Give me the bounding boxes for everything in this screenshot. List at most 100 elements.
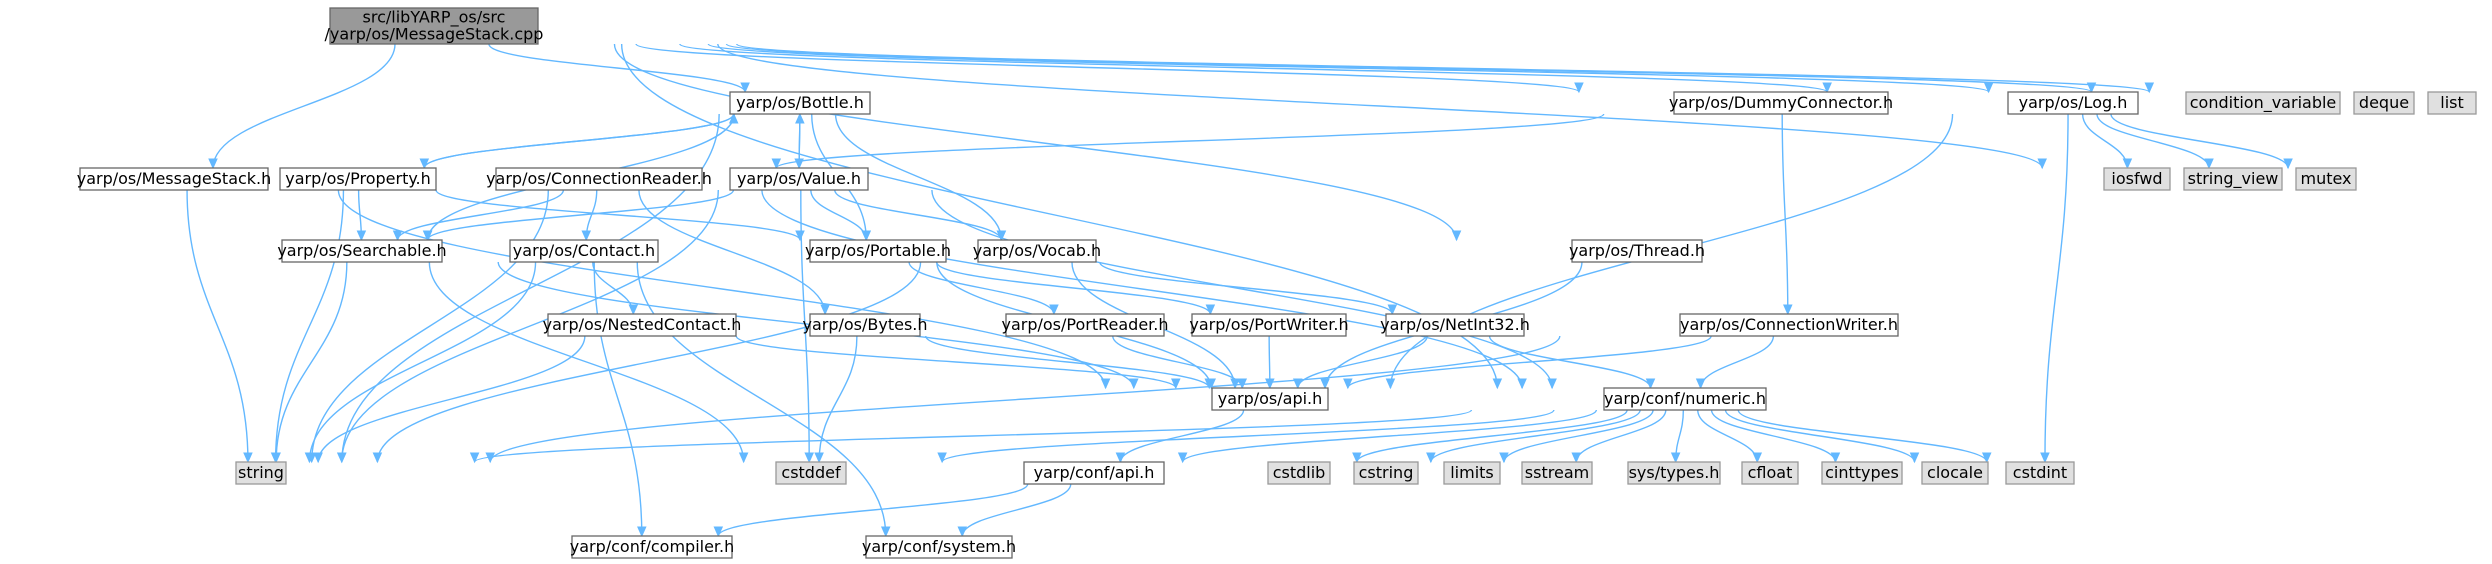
node-label: yarp/os/DummyConnector.h	[1669, 93, 1893, 112]
node-nested[interactable]: yarp/os/NestedContact.h	[543, 313, 742, 337]
edge-arrowhead	[1571, 452, 1581, 464]
edge-line	[274, 189, 345, 463]
edge-arrowhead	[2144, 82, 2155, 94]
edge-vocab-to-string	[372, 261, 922, 464]
node-box	[809, 313, 921, 337]
node-cstdint: cstdint	[2005, 461, 2075, 485]
node-msgstack[interactable]: yarp/os/MessageStack.h	[77, 167, 272, 191]
node-box	[1521, 461, 1593, 485]
edge-arrowhead	[469, 452, 480, 464]
node-portable[interactable]: yarp/os/Portable.h	[805, 239, 951, 263]
node-log[interactable]: yarp/os/Log.h	[2007, 91, 2139, 115]
node-label: yarp/os/Vocab.h	[973, 241, 1101, 260]
node-label: yarp/os/ConnectionReader.h	[486, 169, 712, 188]
edge-log-to-string_view	[2096, 113, 2214, 170]
edge-line	[2081, 113, 2129, 169]
edge-msgstack-to-string	[186, 189, 253, 464]
edge-line	[592, 261, 634, 315]
edge-log-to-mutex	[2110, 113, 2293, 170]
node-vocab[interactable]: yarp/os/Vocab.h	[973, 239, 1101, 263]
edge-value-to-cstddef	[800, 189, 814, 464]
node-portwriter[interactable]: yarp/os/PortWriter.h	[1189, 313, 1349, 337]
node-compiler[interactable]: yarp/conf/compiler.h	[570, 535, 735, 559]
node-contact[interactable]: yarp/os/Contact.h	[509, 239, 659, 263]
node-box	[775, 461, 847, 485]
edge-line	[341, 189, 719, 463]
edge-value-to-bottle	[795, 112, 805, 169]
node-dummy[interactable]: yarp/os/DummyConnector.h	[1669, 91, 1893, 115]
edge-connreader-to-numeric	[761, 189, 1527, 390]
edge-arrowhead	[1320, 378, 1330, 390]
edge-line	[428, 261, 745, 463]
edge-line	[800, 189, 810, 463]
edge-arrowhead	[1115, 452, 1126, 464]
node-numeric[interactable]: yarp/conf/numeric.h	[1603, 387, 1767, 411]
node-bottle[interactable]: yarp/os/Bottle.h	[729, 91, 871, 115]
edge-line	[376, 261, 922, 463]
edge-arrowhead	[1451, 230, 1462, 242]
node-label: yarp/os/Thread.h	[1569, 241, 1705, 260]
node-box	[2295, 167, 2357, 191]
edge-line	[834, 113, 1003, 241]
node-label: mutex	[2300, 169, 2351, 188]
edge-line	[593, 261, 643, 537]
node-property[interactable]: yarp/os/Property.h	[279, 167, 437, 191]
edge-contact-to-compiler	[593, 261, 647, 538]
node-label: cstddef	[781, 463, 841, 482]
node-thread[interactable]: yarp/os/Thread.h	[1569, 239, 1705, 263]
edge-arrowhead	[1981, 452, 1992, 464]
edge-arrowhead	[1830, 452, 1841, 464]
node-connreader[interactable]: yarp/os/ConnectionReader.h	[486, 167, 712, 191]
node-label: yarp/os/Searchable.h	[277, 241, 446, 260]
node-string: string	[235, 461, 287, 485]
node-root[interactable]: src/libYARP_os/src/yarp/os/MessageStack.…	[325, 7, 544, 45]
node-box	[1385, 313, 1525, 337]
node-netint[interactable]: yarp/os/NetInt32.h	[1380, 313, 1530, 337]
edge-line	[1724, 409, 1916, 463]
edge-arrowhead	[581, 230, 592, 242]
node-systypes: sys/types.h	[1627, 461, 1721, 485]
node-label: yarp/conf/system.h	[862, 537, 1016, 556]
edge-line	[1356, 409, 1628, 463]
node-confapi[interactable]: yarp/conf/api.h	[1023, 461, 1165, 485]
edge-line	[636, 261, 887, 537]
node-box	[509, 239, 659, 263]
node-connwriter[interactable]: yarp/os/ConnectionWriter.h	[1679, 313, 1899, 337]
node-box	[1741, 461, 1799, 485]
edge-arrowhead	[814, 452, 824, 464]
edge-arrowhead	[637, 526, 647, 538]
node-label: iosfwd	[2111, 169, 2162, 188]
node-value[interactable]: yarp/os/Value.h	[729, 167, 869, 191]
node-label: cstring	[1359, 463, 1414, 482]
node-label: limits	[1450, 463, 1494, 482]
edge-root-to-log	[679, 43, 1832, 94]
node-searchable[interactable]: yarp/os/Searchable.h	[277, 239, 447, 263]
node-system[interactable]: yarp/conf/system.h	[862, 535, 1016, 559]
node-label: sys/types.h	[1629, 463, 1720, 482]
edge-line	[488, 43, 746, 93]
edge-arrowhead	[2204, 158, 2214, 170]
node-label: src/libYARP_os/src	[363, 8, 506, 28]
edge-arrowhead	[1100, 378, 1111, 390]
node-label: yarp/conf/compiler.h	[570, 537, 735, 556]
node-label: yarp/os/ConnectionWriter.h	[1680, 315, 1898, 334]
edge-arrowhead	[728, 112, 739, 124]
edge-line	[1181, 409, 1598, 463]
node-label: yarp/os/Bytes.h	[802, 315, 927, 334]
edge-arrowhead	[2040, 452, 2050, 464]
edge-numeric-to-string	[469, 409, 1473, 464]
node-box	[2005, 461, 2075, 485]
edge-line	[961, 483, 1072, 537]
edge-netint-to-api	[1292, 335, 1428, 390]
node-api[interactable]: yarp/os/api.h	[1211, 387, 1329, 411]
edge-arrowhead	[937, 452, 947, 464]
edge-numeric-to-cfloat	[1697, 409, 1763, 464]
edge-numeric-to-cstddef	[937, 409, 1555, 464]
edge-arrowhead	[628, 304, 639, 316]
edge-value-to-numeric	[931, 189, 1557, 390]
edge-line	[908, 261, 1055, 315]
node-portreader[interactable]: yarp/os/PortReader.h	[1001, 313, 1169, 337]
node-bytes[interactable]: yarp/os/Bytes.h	[802, 313, 928, 337]
edge-numeric-to-cstdlib	[1352, 409, 1628, 464]
edge-root-to-list	[736, 43, 2155, 94]
